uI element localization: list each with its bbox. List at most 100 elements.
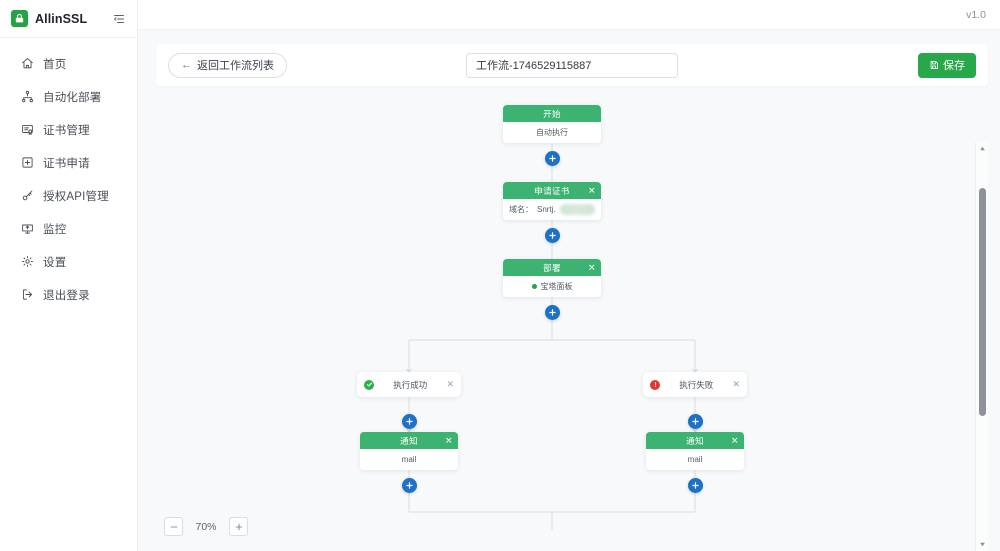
zoom-out-button[interactable] — [164, 517, 183, 536]
add-node-button-after-apply-cert[interactable] — [545, 228, 560, 243]
node-title: 执行成功 — [393, 379, 428, 390]
back-button-label: 返回工作流列表 — [197, 60, 274, 72]
node-body-prefix: 域名： — [509, 205, 533, 214]
redacted-domain — [559, 204, 595, 215]
sidebar-item-cert-apply[interactable]: 证书申请 — [0, 146, 137, 179]
node-header: 部署 ✕ — [503, 259, 601, 276]
add-node-button-after-branch-success[interactable] — [402, 414, 417, 429]
node-body: mail — [646, 449, 744, 470]
workflow-name-wrapper — [466, 52, 678, 78]
main-area: v1.0 ← 返回工作流列表 保存 — [138, 0, 1000, 551]
node-header: 通知 ✕ — [646, 432, 744, 449]
close-icon[interactable]: ✕ — [732, 379, 740, 389]
error-circle-icon — [650, 379, 660, 390]
add-node-button-after-start[interactable] — [545, 151, 560, 166]
plus-icon — [235, 523, 242, 530]
flow-node-notify-success[interactable]: 通知 ✕ mail — [360, 432, 458, 470]
sidebar-item-label: 监控 — [43, 223, 67, 236]
sidebar-item-label: 首页 — [43, 58, 67, 71]
node-body: 自动执行 — [503, 122, 601, 143]
close-icon[interactable]: ✕ — [588, 185, 596, 195]
zoom-percent-label: 70% — [195, 520, 217, 533]
certificate-manage-icon — [20, 123, 34, 137]
plus-square-icon — [20, 156, 34, 170]
sidebar-item-label: 授权API管理 — [43, 190, 109, 203]
node-title: 部署 — [543, 262, 561, 273]
node-title: 申请证书 — [534, 185, 570, 196]
node-header: 通知 ✕ — [360, 432, 458, 449]
caret-down-icon[interactable] — [976, 538, 988, 551]
scrollbar-thumb[interactable] — [979, 188, 986, 416]
key-icon — [20, 189, 34, 203]
sidebar-item-label: 退出登录 — [43, 289, 90, 302]
close-icon[interactable]: ✕ — [445, 435, 453, 445]
node-body: 域名： Snrtj. — [503, 199, 601, 220]
provider-dot-icon — [531, 284, 537, 289]
flow-node-notify-fail[interactable]: 通知 ✕ mail — [646, 432, 744, 470]
zoom-controls: 70% — [164, 517, 248, 536]
brand-name: AllinSSL — [35, 11, 88, 26]
node-body-text: mail — [401, 455, 417, 464]
flow-node-apply-cert[interactable]: 申请证书 ✕ 域名： Snrtj. — [503, 182, 601, 220]
flow-node-start[interactable]: 开始 自动执行 — [503, 105, 601, 143]
close-icon[interactable]: ✕ — [446, 379, 454, 389]
close-icon[interactable]: ✕ — [588, 262, 596, 272]
node-header: 申请证书 ✕ — [503, 182, 601, 199]
sidebar-nav: 首页 自动化部署 — [0, 38, 137, 311]
zoom-in-button[interactable] — [229, 517, 248, 536]
arrow-left-icon: ← — [181, 59, 192, 71]
sidebar-item-monitor[interactable]: 监控 — [0, 212, 137, 245]
check-circle-icon — [364, 379, 374, 390]
node-header: 开始 — [503, 105, 601, 122]
flow-graph: 开始 自动执行 申请证书 — [156, 100, 988, 551]
lock-icon — [11, 10, 28, 27]
save-button[interactable]: 保存 — [918, 52, 976, 78]
flow-node-deploy[interactable]: 部署 ✕ 宝塔面板 — [503, 259, 601, 297]
menu-collapse-icon[interactable] — [112, 12, 126, 26]
add-node-button-after-notify-fail[interactable] — [688, 478, 703, 493]
gear-icon — [20, 255, 34, 269]
add-node-button-after-notify-success[interactable] — [402, 478, 417, 493]
brand-header: AllinSSL — [0, 0, 137, 38]
node-body-text: mail — [687, 455, 703, 464]
node-title: 开始 — [543, 108, 561, 119]
node-body-text: 宝塔面板 — [540, 282, 573, 291]
sidebar-item-settings[interactable]: 设置 — [0, 245, 137, 278]
sidebar-item-api-manage[interactable]: 授权API管理 — [0, 179, 137, 212]
sidebar-item-cert-manage[interactable]: 证书管理 — [0, 113, 137, 146]
home-icon — [20, 57, 34, 71]
save-icon — [929, 60, 939, 70]
monitor-icon — [20, 222, 34, 236]
content-area: ← 返回工作流列表 保存 — [138, 30, 1000, 551]
node-body-text: Snrtj. — [537, 205, 556, 214]
flow-node-branch-fail[interactable]: 执行失败 ✕ — [643, 372, 747, 397]
back-to-workflow-list-button[interactable]: ← 返回工作流列表 — [168, 52, 287, 78]
workflow-canvas-wrapper: 开始 自动执行 申请证书 — [156, 100, 988, 551]
sidebar-item-label: 证书管理 — [43, 124, 90, 137]
sidebar-item-logout[interactable]: 退出登录 — [0, 278, 137, 311]
version-label: v1.0 — [966, 8, 986, 21]
workflow-name-input[interactable] — [466, 52, 678, 78]
flow-node-branch-success[interactable]: 执行成功 ✕ — [357, 372, 461, 397]
save-button-label: 保存 — [943, 60, 965, 72]
flow-connectors — [406, 143, 698, 530]
add-node-button-after-deploy[interactable] — [545, 305, 560, 320]
node-title: 通知 — [400, 435, 418, 446]
top-bar: v1.0 — [138, 0, 1000, 30]
close-icon[interactable]: ✕ — [731, 435, 739, 445]
logout-icon — [20, 288, 34, 302]
sidebar-item-label: 自动化部署 — [43, 91, 102, 104]
workflow-toolbar: ← 返回工作流列表 保存 — [156, 44, 988, 86]
sidebar: AllinSSL 首页 — [0, 0, 138, 551]
caret-up-icon[interactable] — [976, 142, 988, 155]
sidebar-item-home[interactable]: 首页 — [0, 47, 137, 80]
vertical-scrollbar[interactable] — [975, 142, 988, 551]
node-body: mail — [360, 449, 458, 470]
node-body: 宝塔面板 — [503, 276, 601, 297]
sidebar-item-label: 证书申请 — [43, 157, 90, 170]
workflow-canvas[interactable]: 开始 自动执行 申请证书 — [156, 100, 988, 551]
add-node-button-after-branch-fail[interactable] — [688, 414, 703, 429]
minus-icon — [170, 526, 177, 527]
sidebar-item-auto-deploy[interactable]: 自动化部署 — [0, 80, 137, 113]
